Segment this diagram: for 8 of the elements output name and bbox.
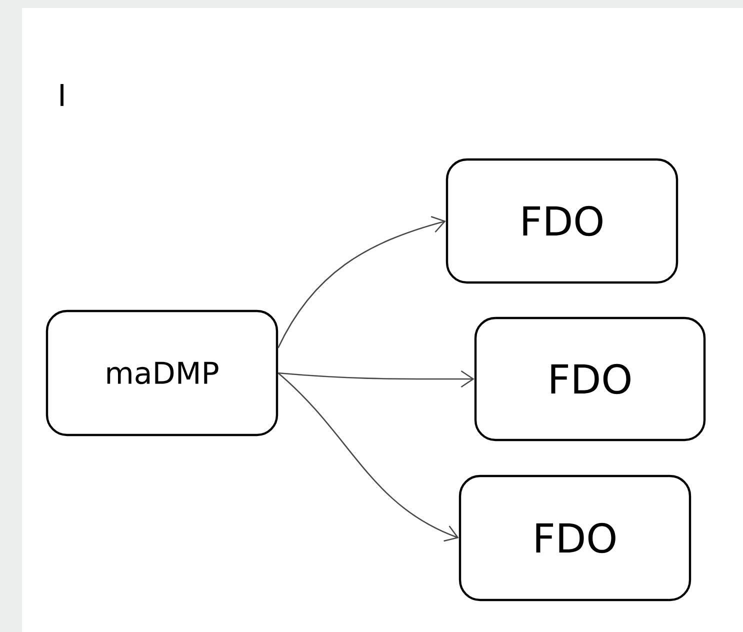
- process-box: FDO: [458, 474, 692, 602]
- label: I: [60, 84, 64, 106]
- arrow: [278, 370, 474, 388]
- arrow: [278, 372, 459, 542]
- process-box: maDMP: [46, 310, 278, 436]
- arrow: [278, 216, 446, 348]
- process-box: FDO: [446, 158, 678, 284]
- process-box: FDO: [474, 316, 706, 442]
